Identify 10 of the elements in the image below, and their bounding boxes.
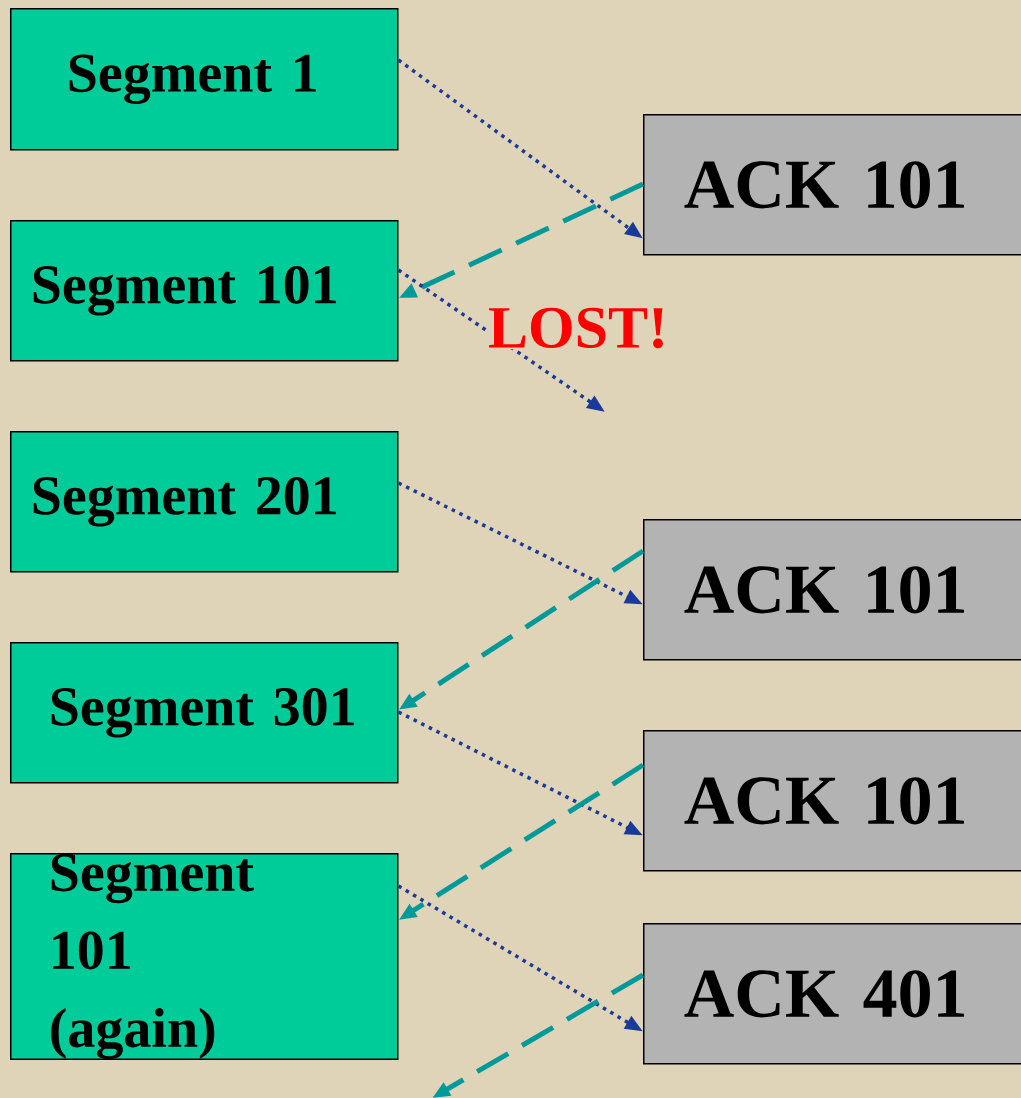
segment-box: Segment 201 [10,431,399,573]
edge-label: LOST! [486,306,670,350]
ack-box: ACK 101 [643,730,1021,872]
segment-box: Segment 301 [10,642,399,784]
segment-box: Segment 101 (again) [10,853,399,1060]
ack-box: ACK 401 [643,923,1021,1065]
segment-box: Segment 101 [10,220,399,362]
segment-box: Segment 1 [10,8,399,151]
ack-box: ACK 101 [643,519,1021,661]
ack-box: ACK 101 [643,114,1021,256]
